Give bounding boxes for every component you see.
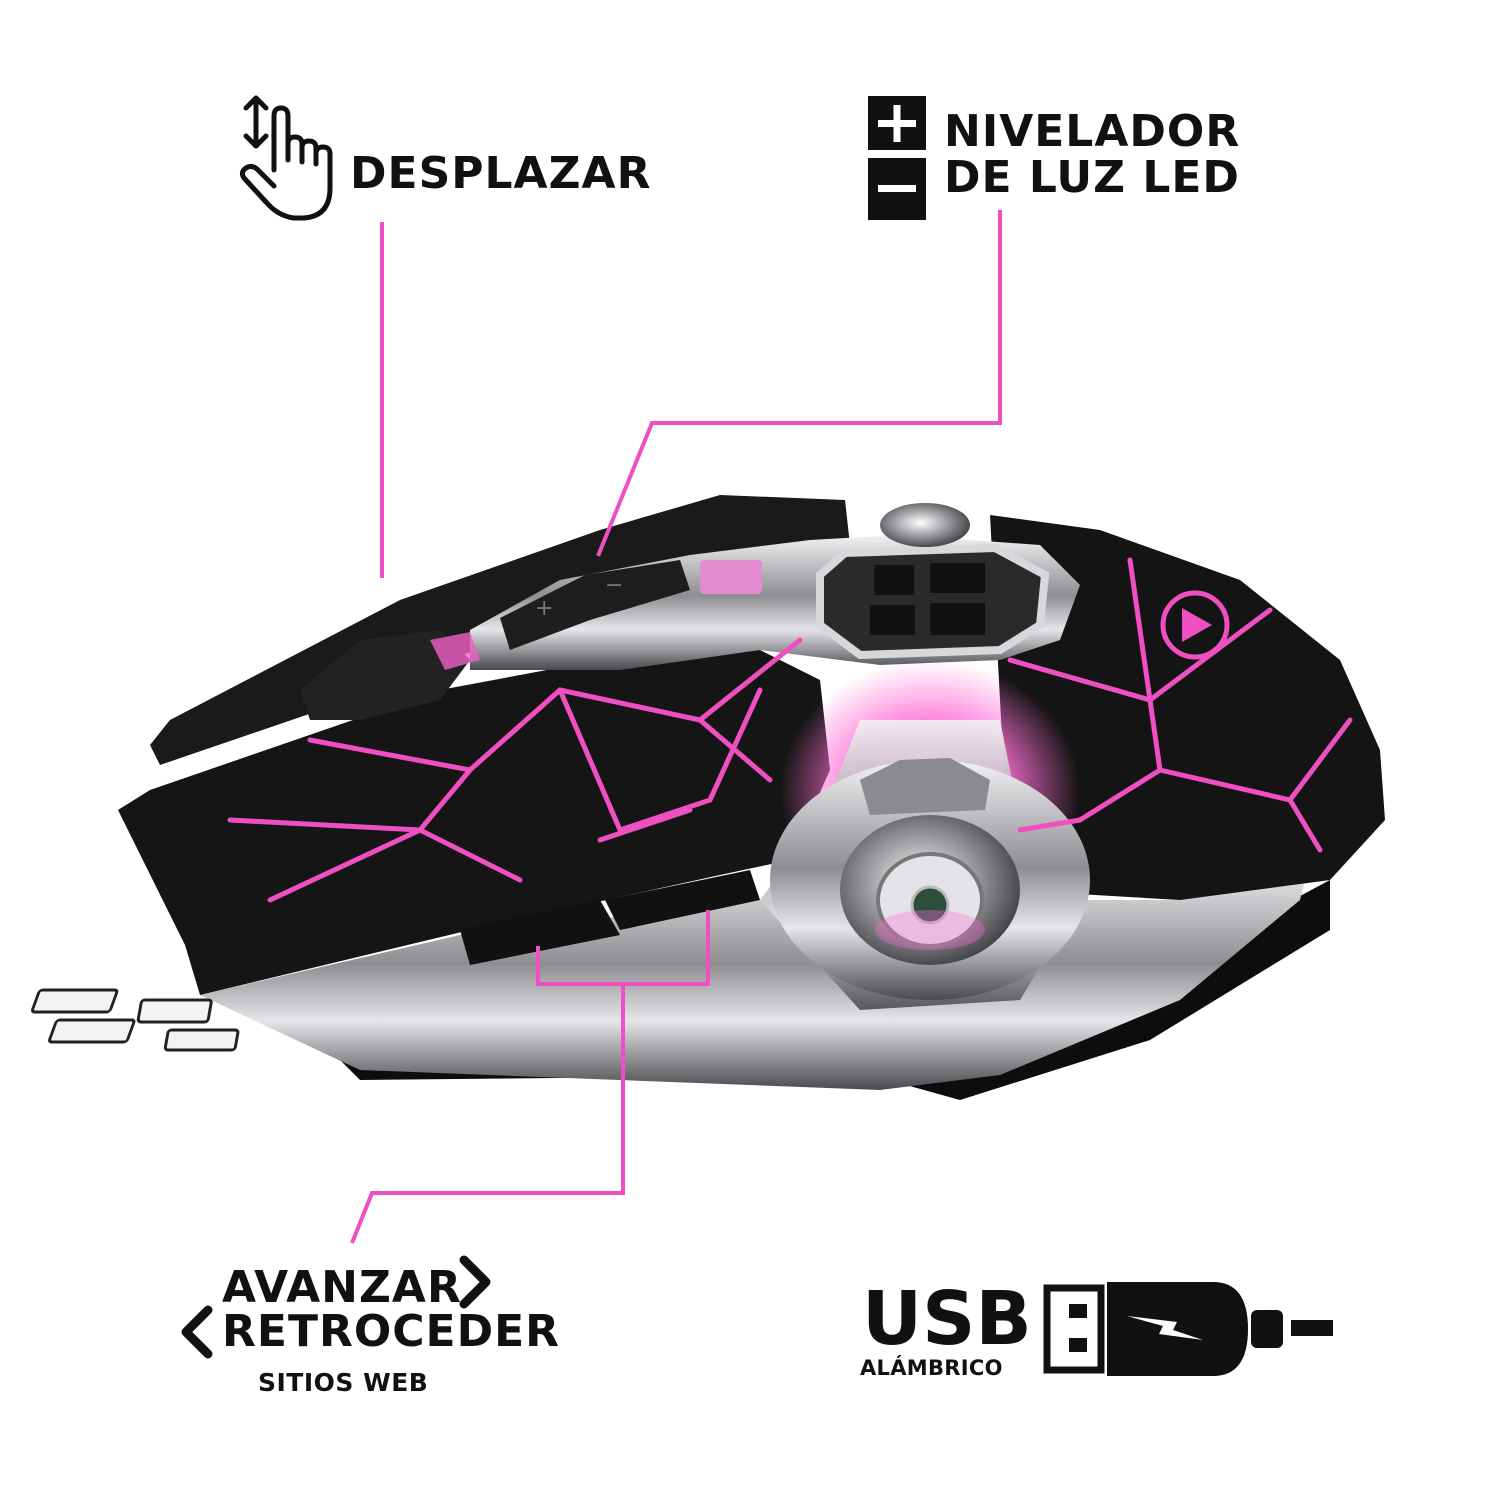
wired-label: ALÁMBRICO xyxy=(860,1356,1003,1380)
chevron-right-icon xyxy=(459,1255,491,1309)
side-buttons-callout-stem xyxy=(350,984,625,1244)
led-callout-line xyxy=(596,210,1002,557)
led-level-label-line1: NIVELADOR xyxy=(944,106,1241,157)
forward-label: AVANZAR xyxy=(222,1262,462,1313)
minus-icon xyxy=(868,158,926,220)
svg-text:+: + xyxy=(535,596,553,621)
usb-label: USB xyxy=(862,1276,1032,1362)
led-level-label-line2: DE LUZ LED xyxy=(944,152,1240,203)
svg-text:−: − xyxy=(605,573,623,598)
websites-label: SITIOS WEB xyxy=(258,1368,429,1397)
usb-plug-icon xyxy=(1043,1282,1333,1376)
chevron-left-icon xyxy=(181,1305,213,1359)
back-label: RETROCEDER xyxy=(222,1306,561,1357)
side-buttons-callout-line xyxy=(536,910,710,986)
plus-icon xyxy=(868,96,926,150)
scroll-label: DESPLAZAR xyxy=(350,148,652,199)
hand-scroll-icon xyxy=(239,95,333,221)
